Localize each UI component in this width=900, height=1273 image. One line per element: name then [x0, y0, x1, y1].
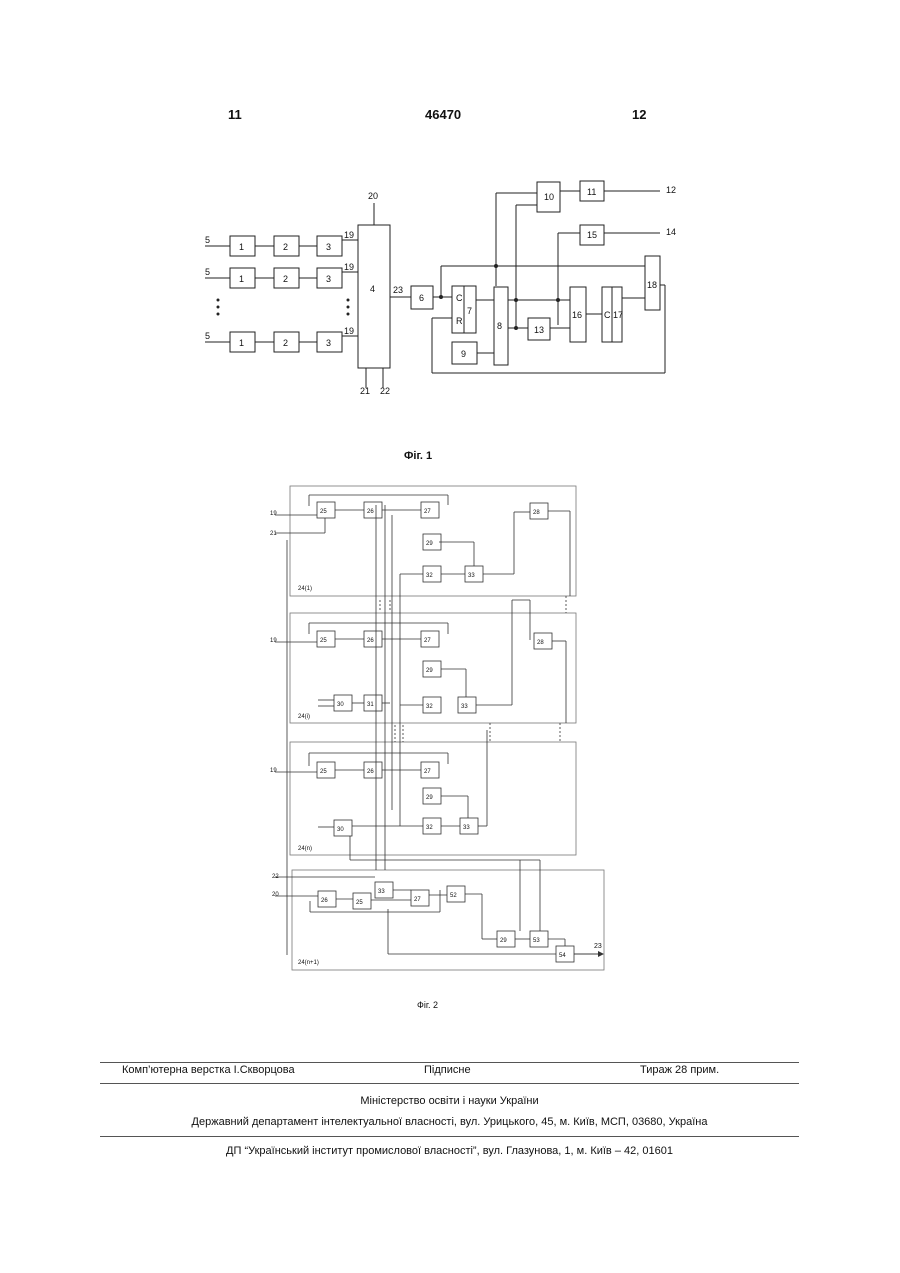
svg-text:54: 54 — [559, 953, 566, 959]
footer-print-run: Тираж 28 прим. — [640, 1064, 719, 1076]
footer-rule-top — [100, 1062, 799, 1063]
svg-text:33: 33 — [378, 889, 385, 895]
svg-text:29: 29 — [426, 668, 433, 674]
svg-text:26: 26 — [367, 638, 374, 644]
svg-text:25: 25 — [320, 769, 327, 775]
svg-text:21: 21 — [270, 531, 277, 537]
svg-text:28: 28 — [533, 510, 540, 516]
svg-text:22: 22 — [272, 874, 279, 880]
svg-text:30: 30 — [337, 827, 344, 833]
svg-text:25: 25 — [356, 900, 363, 906]
fig2-module-n-plus-1 — [275, 860, 598, 962]
svg-text:25: 25 — [320, 509, 327, 515]
footer-department: Державний департамент інтелектуальної вл… — [100, 1116, 799, 1128]
svg-text:29: 29 — [426, 541, 433, 547]
svg-text:19: 19 — [270, 638, 277, 644]
fig2-output-label: 23 — [594, 943, 602, 950]
svg-text:27: 27 — [424, 638, 431, 644]
svg-text:19: 19 — [270, 768, 277, 774]
fig2-module-n — [275, 730, 487, 836]
fig2-module-label-1: 24(1) — [298, 586, 312, 592]
footer-rule-middle — [100, 1083, 799, 1084]
svg-text:26: 26 — [321, 898, 328, 904]
footer-signed: Підписне — [424, 1064, 471, 1076]
svg-text:25: 25 — [320, 638, 327, 644]
svg-text:26: 26 — [367, 769, 374, 775]
footer-rule-bottom — [100, 1136, 799, 1137]
footer-ministry: Міністерство освіти і науки України — [100, 1095, 799, 1107]
figure-2-caption: Фіг. 2 — [417, 1000, 438, 1010]
svg-text:24(i): 24(i) — [298, 714, 310, 720]
fig2-module-i — [275, 600, 566, 723]
svg-text:33: 33 — [461, 704, 468, 710]
svg-text:27: 27 — [424, 509, 431, 515]
svg-text:30: 30 — [337, 702, 344, 708]
svg-text:32: 32 — [426, 825, 433, 831]
svg-text:27: 27 — [414, 897, 421, 903]
svg-text:53: 53 — [533, 938, 540, 944]
svg-text:19: 19 — [270, 511, 277, 517]
footer-institute: ДП “Український інститут промислової вла… — [100, 1145, 799, 1157]
svg-text:29: 29 — [500, 938, 507, 944]
footer-layout-credit: Комп’ютерна верстка І.Скворцова — [122, 1064, 295, 1076]
svg-text:33: 33 — [468, 573, 475, 579]
svg-text:24(n): 24(n) — [298, 846, 312, 852]
svg-text:29: 29 — [426, 795, 433, 801]
svg-text:26: 26 — [367, 509, 374, 515]
svg-text:20: 20 — [272, 892, 279, 898]
svg-text:27: 27 — [424, 769, 431, 775]
svg-text:31: 31 — [367, 702, 374, 708]
svg-text:52: 52 — [450, 893, 457, 899]
svg-text:32: 32 — [426, 573, 433, 579]
svg-text:33: 33 — [463, 825, 470, 831]
svg-text:24(n+1): 24(n+1) — [298, 960, 319, 966]
svg-text:28: 28 — [537, 640, 544, 646]
svg-text:32: 32 — [426, 704, 433, 710]
